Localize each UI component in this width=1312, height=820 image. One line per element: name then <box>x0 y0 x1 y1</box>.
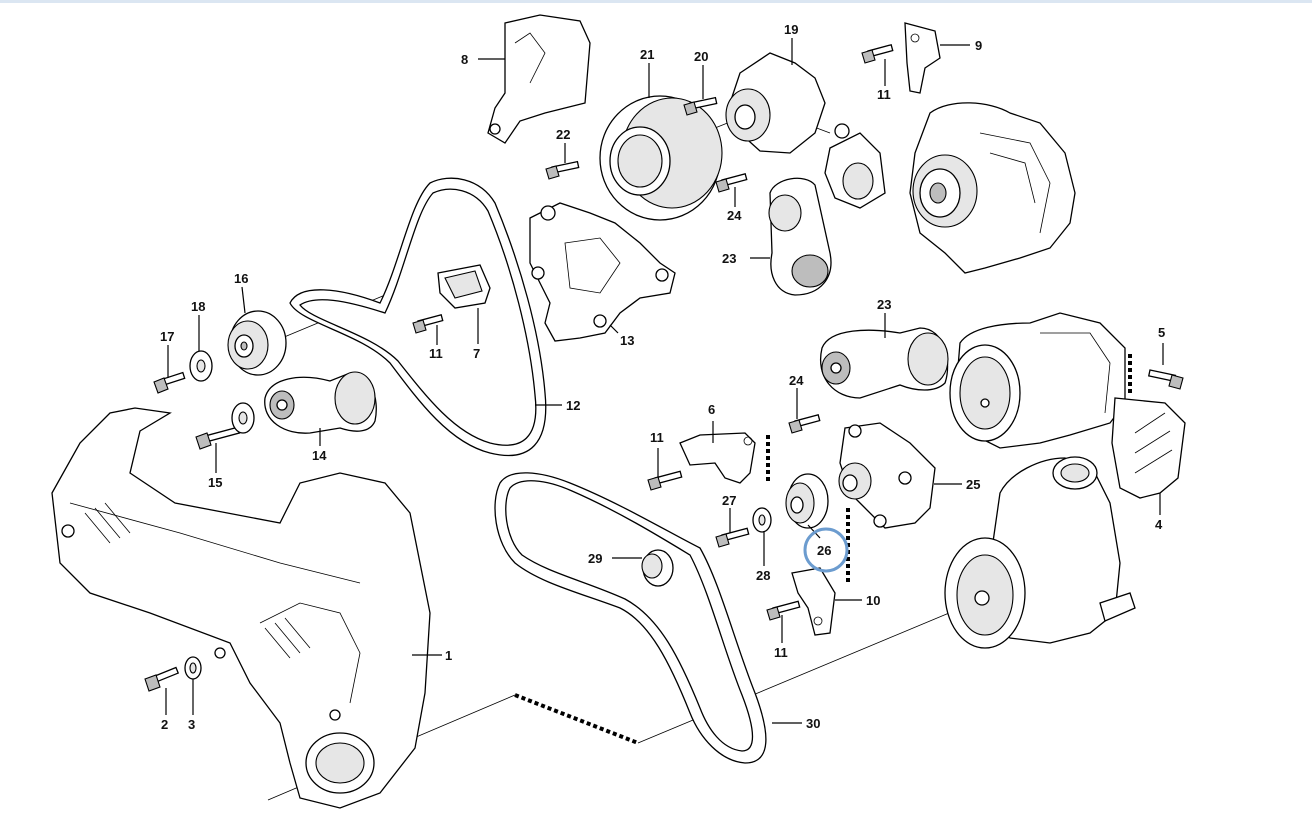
callout-21[interactable]: 21 <box>640 47 654 62</box>
callout-16[interactable]: 16 <box>234 271 248 286</box>
bracket-part-6 <box>679 432 770 484</box>
callout-30[interactable]: 30 <box>806 716 820 731</box>
callout-2[interactable]: 2 <box>161 717 168 732</box>
drive-belt-part-30 <box>494 472 767 764</box>
engine-bracket-part-13 <box>529 202 676 342</box>
callout-28[interactable]: 28 <box>756 568 770 583</box>
callout-19[interactable]: 19 <box>784 22 798 37</box>
bracket-part-8 <box>487 14 591 144</box>
tensioner-part-23-upper <box>768 123 886 296</box>
roller-part-29 <box>641 549 674 587</box>
bolt-part-24-upper <box>715 172 748 193</box>
bolt-part-22 <box>545 160 580 180</box>
alternator <box>909 102 1076 274</box>
bolt-part-11-top-right <box>861 43 894 64</box>
callout-17[interactable]: 17 <box>160 329 174 344</box>
crank-pulley-part-21 <box>599 95 723 221</box>
bolt-part-24-lower <box>788 413 821 434</box>
callout-14[interactable]: 14 <box>312 448 327 463</box>
bolt-part-11-left-middle <box>647 470 683 491</box>
callout-7[interactable]: 7 <box>473 346 480 361</box>
highlight-ring <box>803 527 849 573</box>
callout-1[interactable]: 1 <box>445 648 452 663</box>
callout-24-lower[interactable]: 24 <box>789 373 804 388</box>
exploded-view-drawing: 1 2 3 4 5 6 7 8 9 10 11 11 11 11 12 13 1… <box>51 14 1186 809</box>
bolt-part-17 <box>153 371 186 394</box>
drive-belt-part-12 <box>289 177 547 457</box>
callout-8[interactable]: 8 <box>461 52 468 67</box>
belt-tensioner-part-14 <box>264 371 377 434</box>
callout-23-upper[interactable]: 23 <box>722 251 736 266</box>
callout-9[interactable]: 9 <box>975 38 982 53</box>
bolt-part-27 <box>715 527 750 548</box>
callout-20[interactable]: 20 <box>694 49 708 64</box>
callout-23-lower[interactable]: 23 <box>877 297 891 312</box>
ac-compressor <box>949 312 1126 449</box>
callout-10[interactable]: 10 <box>866 593 880 608</box>
callout-6[interactable]: 6 <box>708 402 715 417</box>
bolt-part-20 <box>683 96 718 116</box>
callout-18[interactable]: 18 <box>191 299 205 314</box>
bracket-part-7 <box>437 264 491 309</box>
callout-15[interactable]: 15 <box>208 475 222 490</box>
water-pump-part-19 <box>725 52 826 154</box>
callout-5[interactable]: 5 <box>1158 325 1165 340</box>
timing-cover-part-1 <box>51 407 431 809</box>
bracket-part-9 <box>904 22 941 94</box>
callout-numbers: 1 2 3 4 5 6 7 8 9 10 11 11 11 11 12 13 1… <box>160 22 1165 732</box>
callout-12[interactable]: 12 <box>566 398 580 413</box>
idler-pulley-part-16 <box>227 310 287 376</box>
idler-pulley-part-26 <box>785 473 829 529</box>
tensioner-part-23-lower <box>820 327 949 399</box>
callout-26[interactable]: 26 <box>817 543 831 558</box>
callout-29[interactable]: 29 <box>588 551 602 566</box>
bolt-part-5 <box>1147 369 1184 390</box>
bracket-part-4 <box>1111 353 1186 499</box>
callout-3[interactable]: 3 <box>188 717 195 732</box>
washer-part-18 <box>189 350 213 382</box>
bolt-part-15 <box>195 402 255 450</box>
callout-22[interactable]: 22 <box>556 127 570 142</box>
callout-11-middle[interactable]: 11 <box>650 430 664 445</box>
callout-11-lower[interactable]: 11 <box>774 645 788 660</box>
bolt-part-2 <box>144 666 180 692</box>
washer-part-3 <box>184 656 202 680</box>
callout-24-upper[interactable]: 24 <box>727 208 742 223</box>
callout-27[interactable]: 27 <box>722 493 736 508</box>
idler-bracket-part-25 <box>838 422 936 583</box>
power-steering-pump <box>944 456 1136 649</box>
washer-part-28 <box>752 507 772 533</box>
bolt-part-11-lower <box>766 600 801 621</box>
callout-4[interactable]: 4 <box>1155 517 1163 532</box>
callout-11-upper[interactable]: 11 <box>429 346 443 361</box>
callout-25[interactable]: 25 <box>966 477 980 492</box>
bolt-part-11-upper <box>412 313 444 334</box>
callout-13[interactable]: 13 <box>620 333 634 348</box>
callout-11-top-right[interactable]: 11 <box>877 87 891 102</box>
